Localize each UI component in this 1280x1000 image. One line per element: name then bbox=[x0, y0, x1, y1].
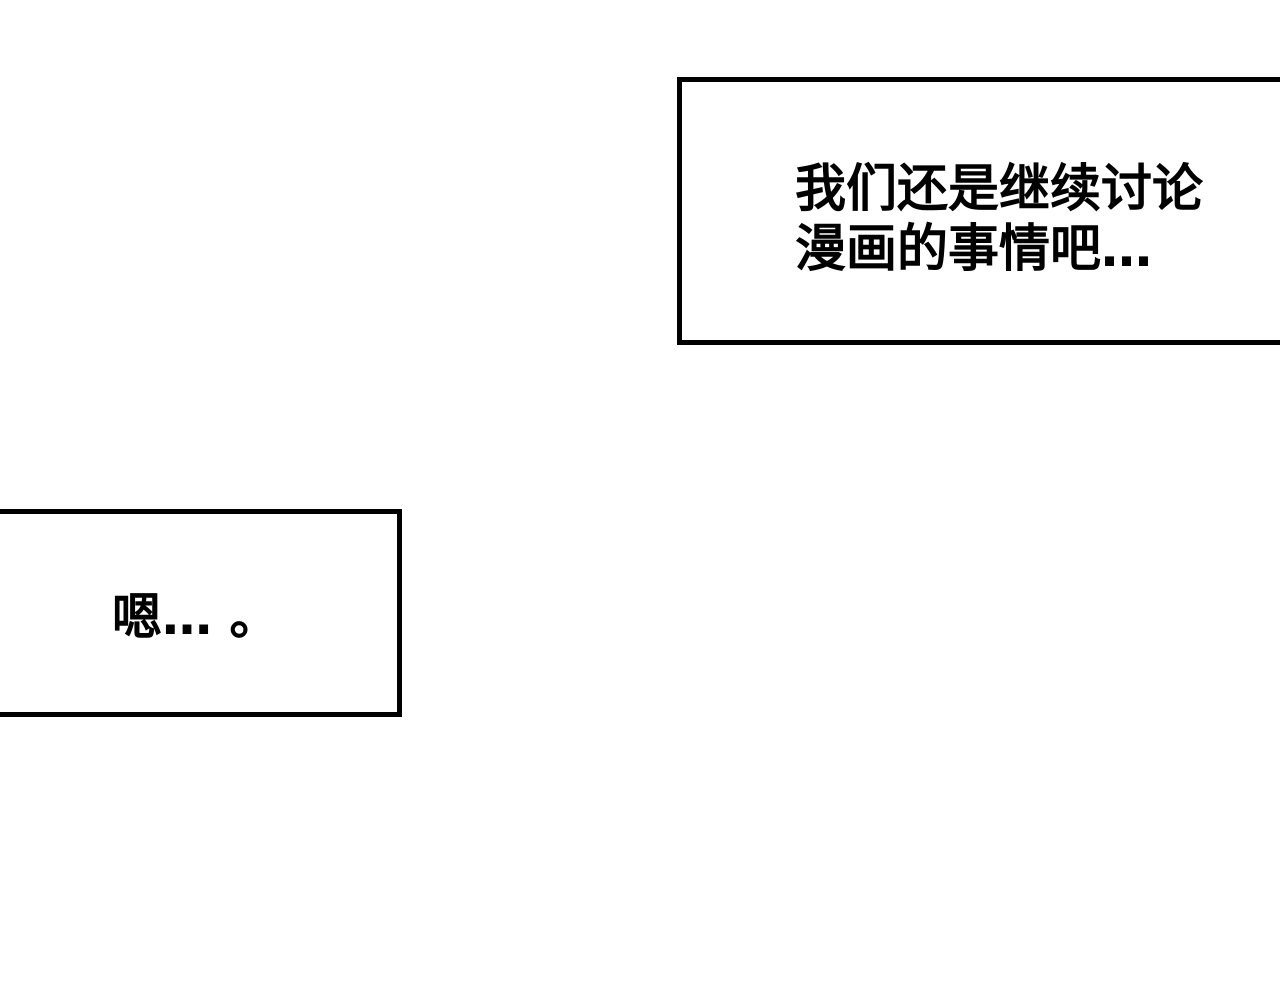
caption-text-top: 我们还是继续讨论 漫画的事情吧… bbox=[795, 160, 1203, 280]
caption-line-2: 漫画的事情吧… bbox=[795, 220, 1153, 279]
caption-text-bottom: 嗯… 。 bbox=[112, 588, 280, 646]
caption-box-bottom: 嗯… 。 bbox=[0, 509, 402, 717]
caption-line-1: 我们还是继续讨论 bbox=[795, 160, 1204, 219]
caption-box-top: 我们还是继续讨论 漫画的事情吧… bbox=[677, 77, 1280, 345]
